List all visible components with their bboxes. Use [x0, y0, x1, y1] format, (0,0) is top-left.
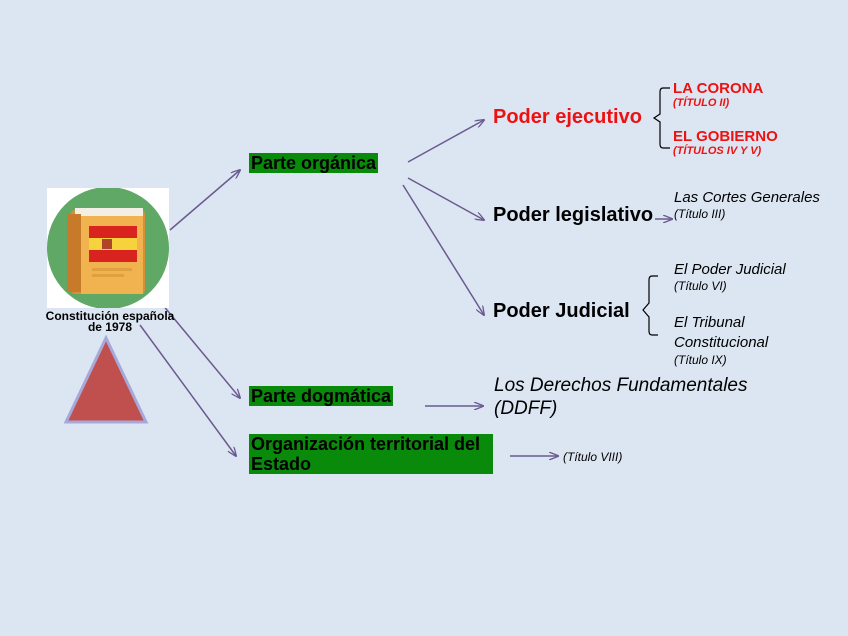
arrow-to-dogmatica [156, 297, 240, 398]
poder-judicial-label: Poder Judicial [493, 300, 630, 322]
poder-judicial-title: El Poder Judicial [674, 261, 786, 278]
poder-judicial-sub: (Título VI) [674, 279, 727, 293]
organizacion-territorial-box: Organización territorial del Estado [249, 434, 493, 474]
brace-ejecutivo [652, 87, 670, 149]
parte-organica-box: Parte orgánica [249, 153, 379, 173]
cortes-generales-title: Las Cortes Generales [674, 189, 820, 206]
parte-dogmatica-box: Parte dogmática [249, 386, 394, 406]
tribunal-constitucional-title: El Tribunal Constitucional [674, 314, 769, 351]
constitution-emblem [47, 187, 169, 309]
poder-ejecutivo-label: Poder ejecutivo [493, 106, 642, 128]
derechos-fundamentales-text: Los Derechos Fundamentales (DDFF) [494, 375, 748, 419]
brace-judicial [642, 275, 658, 336]
cortes-generales-item: Las Cortes Generales (Título III) [674, 189, 820, 221]
cortes-generales-sub: (Título III) [674, 207, 726, 221]
titulo-viii-text: (Título VIII) [563, 450, 623, 464]
el-gobierno-title: EL GOBIERNO [673, 128, 778, 145]
el-gobierno-sub: (TÍTULOS IV Y V) [673, 145, 762, 157]
arrow-to-legislativo [407, 177, 484, 220]
arrow-to-ejecutivo [407, 120, 484, 163]
el-gobierno-item: EL GOBIERNO (TÍTULOS IV Y V) [673, 128, 778, 158]
la-corona-sub: (TÍTULO II) [673, 97, 730, 109]
arrow-to-territorial [139, 324, 236, 456]
la-corona-item: LA CORONA (TÍTULO II) [673, 80, 763, 110]
tribunal-constitucional-item: El Tribunal Constitucional (Título IX) [674, 313, 804, 367]
constitution-book-icon [47, 187, 169, 309]
la-corona-title: LA CORONA [673, 80, 764, 97]
poder-legislativo-label: Poder legislativo [493, 204, 654, 226]
poder-judicial-item: El Poder Judicial (Título VI) [674, 261, 786, 293]
constitution-caption: Constitución española de 1978 [45, 309, 175, 334]
arrow-to-judicial [402, 184, 484, 315]
tribunal-constitucional-sub: (Título IX) [674, 353, 727, 367]
triangle-shape [63, 334, 149, 424]
arrow-to-organica [169, 170, 240, 231]
